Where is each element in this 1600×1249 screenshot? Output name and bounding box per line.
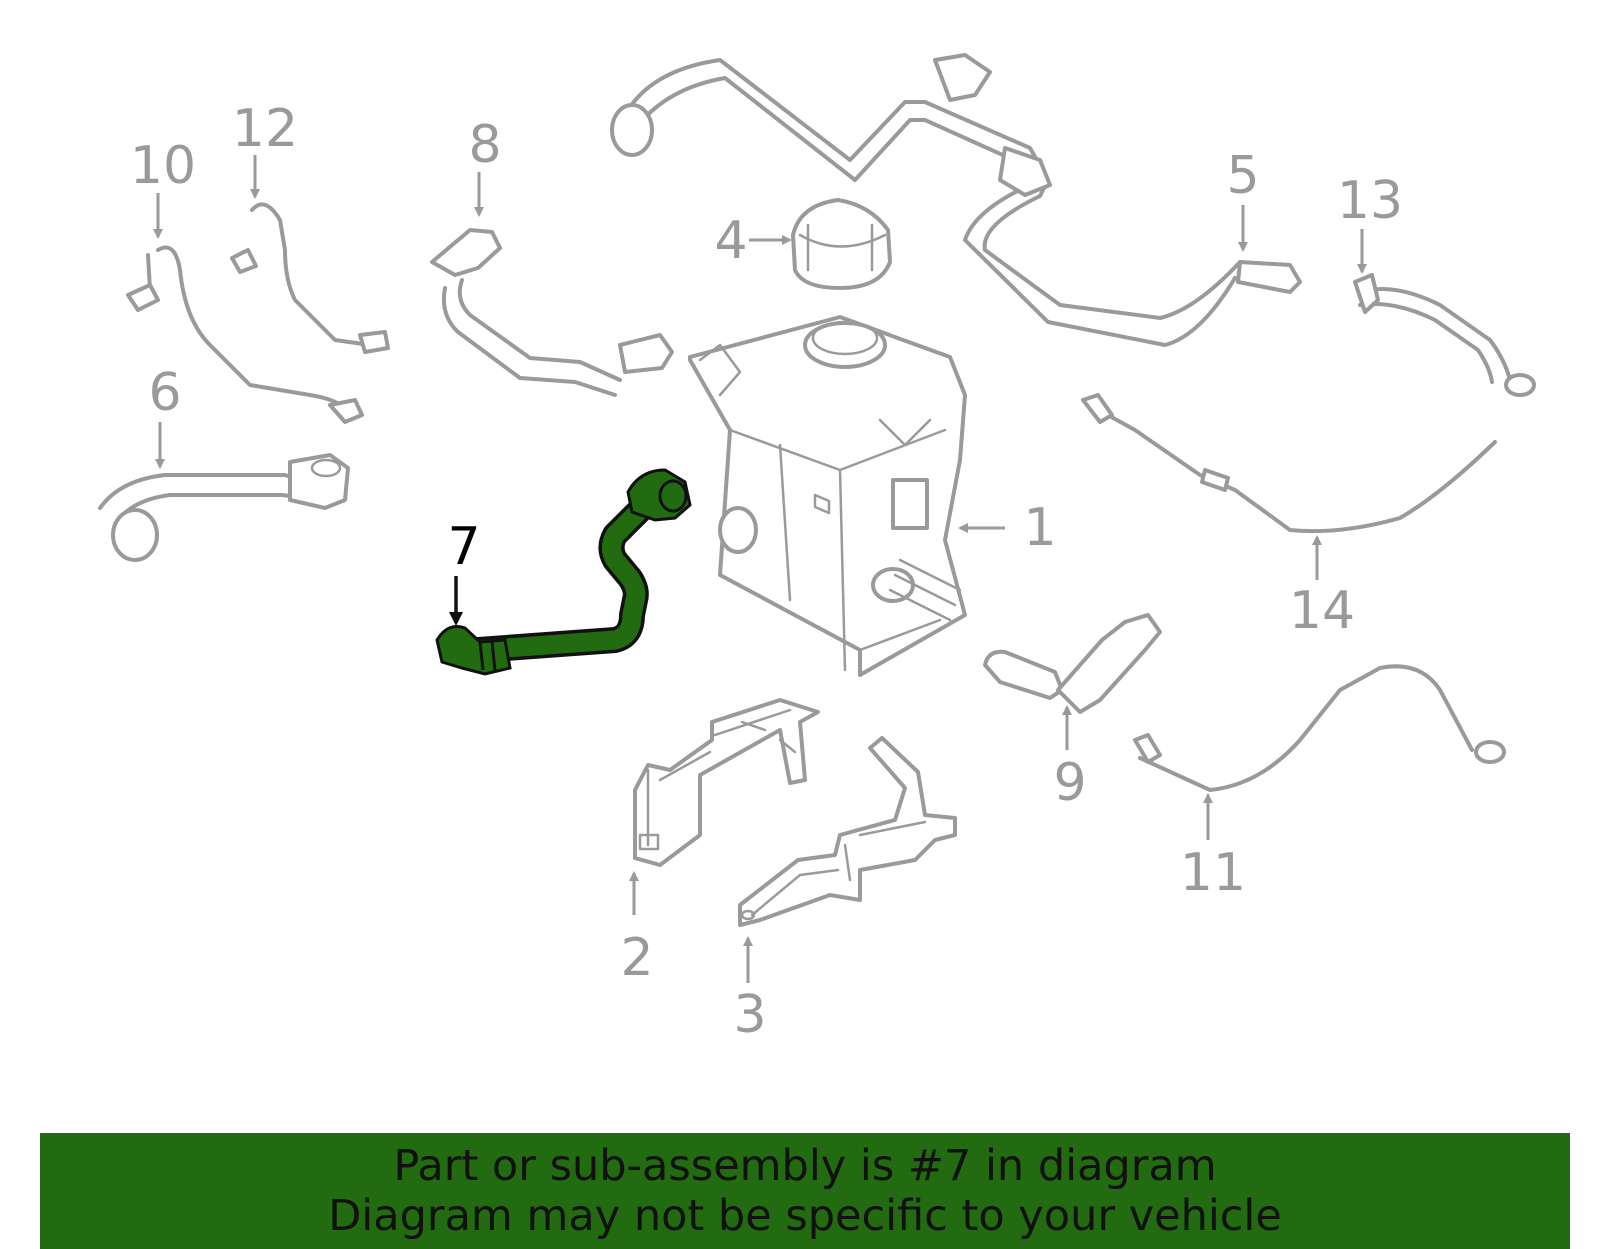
callout-13: 13	[1337, 171, 1403, 231]
callout-1: 1	[1023, 498, 1056, 558]
part-2-bracket	[633, 698, 820, 867]
part-14-line	[1081, 393, 1497, 534]
info-banner: Part or sub-assembly is #7 in diagram Di…	[40, 1133, 1570, 1249]
banner-line-disclaimer: Diagram may not be specific to your vehi…	[328, 1191, 1282, 1241]
part-6-hose	[98, 453, 350, 562]
callout-5: 5	[1226, 146, 1259, 206]
part-1-reservoir	[688, 315, 967, 677]
callout-3: 3	[733, 985, 766, 1045]
callout-10: 10	[130, 136, 196, 196]
part-11-line	[1133, 664, 1506, 792]
part-3-bracket	[738, 736, 957, 927]
banner-line-part-number: Part or sub-assembly is #7 in diagram	[393, 1141, 1217, 1191]
callout-11: 11	[1180, 843, 1246, 903]
part-13-hose	[1353, 273, 1536, 397]
callout-7: 7	[447, 517, 480, 577]
part-7-hose-body	[455, 485, 660, 661]
callout-6: 6	[148, 363, 181, 423]
part-12-line	[230, 202, 390, 354]
callout-2: 2	[620, 928, 653, 988]
part-4-cap	[791, 198, 892, 290]
callout-9: 9	[1053, 753, 1086, 813]
part-8-hose	[430, 228, 674, 397]
part-7-highlighted-hose	[435, 468, 692, 676]
callout-4: 4	[714, 211, 747, 271]
part-9-connector	[983, 613, 1162, 714]
part-5-hose	[610, 53, 1302, 347]
part-10-line	[126, 245, 364, 424]
callout-14: 14	[1289, 581, 1355, 641]
part-7-end-connector	[435, 625, 512, 676]
callout-12: 12	[232, 99, 298, 159]
callout-8: 8	[468, 115, 501, 175]
